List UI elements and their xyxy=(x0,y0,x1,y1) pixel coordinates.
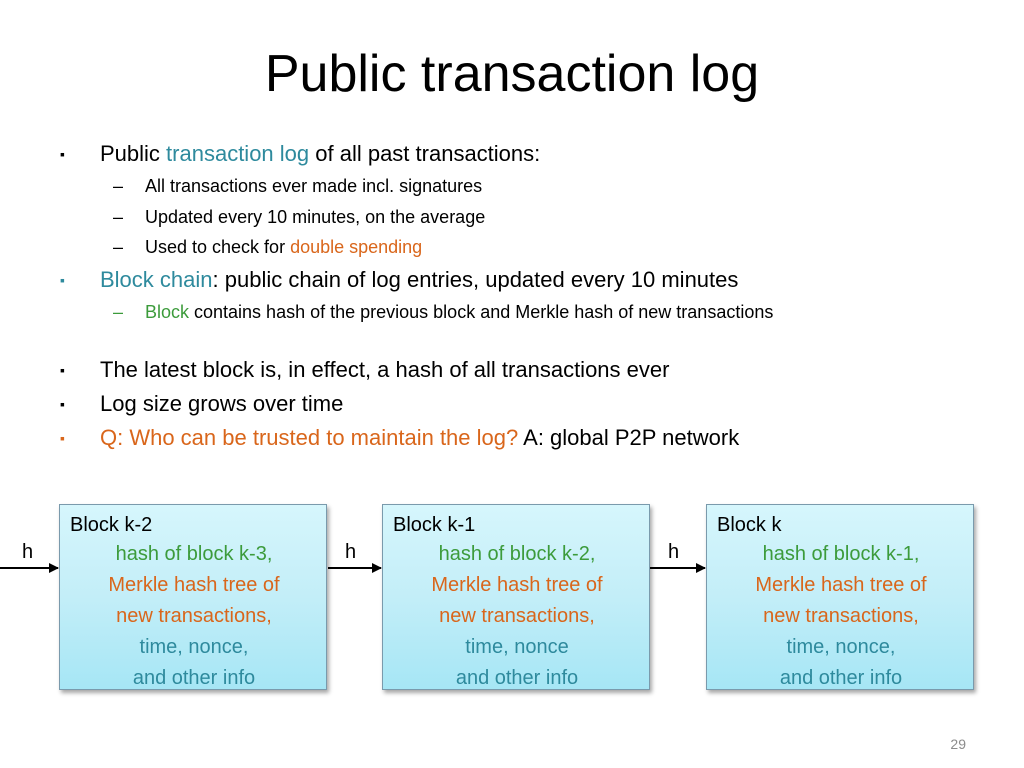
block-prev-hash: hash of block k-2, xyxy=(438,543,596,565)
square-bullet-icon: ▪ xyxy=(60,146,65,162)
block-k: Block k hash of block k-1, Merkle hash t… xyxy=(706,504,974,690)
block-merkle: new transactions, xyxy=(763,605,919,627)
block-prev-hash: hash of block k-1, xyxy=(762,543,920,565)
sub-bullet-text: Updated every 10 minutes, on the average xyxy=(145,207,486,227)
block-merkle: Merkle hash tree of xyxy=(108,574,280,596)
block-info: time, nonce, xyxy=(139,636,249,658)
block-title: Block k xyxy=(717,514,782,536)
square-bullet-icon: ▪ xyxy=(60,362,65,378)
highlight-double-spending: double spending xyxy=(290,237,423,257)
block-prev-hash: hash of block k-3, xyxy=(115,543,273,565)
dash-bullet-icon: – xyxy=(113,237,124,257)
bullet-text: Log size grows over time xyxy=(100,391,344,416)
block-merkle: Merkle hash tree of xyxy=(755,574,927,596)
square-bullet-icon: ▪ xyxy=(60,430,65,446)
block-merkle: Merkle hash tree of xyxy=(431,574,603,596)
bullet-list: ▪ Public transaction log of all past tra… xyxy=(60,141,774,450)
arrow-label-h: h xyxy=(668,541,680,563)
dash-bullet-icon: – xyxy=(113,176,124,196)
highlight-transaction-log: transaction log xyxy=(166,141,310,166)
bullet-text: The latest block is, in effect, a hash o… xyxy=(100,357,670,382)
sub-bullet-text: All transactions ever made incl. signatu… xyxy=(145,176,483,196)
highlight-block: Block xyxy=(145,302,190,322)
page-number: 29 xyxy=(950,736,966,752)
highlight-question: Q: Who can be trusted to maintain the lo… xyxy=(100,425,519,450)
dash-bullet-icon: – xyxy=(113,302,124,322)
block-k-1: Block k-1 hash of block k-2, Merkle hash… xyxy=(382,504,650,690)
block-k-2: Block k-2 hash of block k-3, Merkle hash… xyxy=(59,504,327,690)
block-info: time, nonce, xyxy=(786,636,896,658)
sub-bullet-text: contains hash of the previous block and … xyxy=(189,302,774,322)
block-title: Block k-2 xyxy=(70,514,153,536)
block-merkle: new transactions, xyxy=(116,605,272,627)
bullet-text: : public chain of log entries, updated e… xyxy=(212,267,739,292)
block-info: and other info xyxy=(779,667,903,689)
bullet-text: Public xyxy=(100,141,167,166)
block-merkle: new transactions, xyxy=(439,605,595,627)
dash-bullet-icon: – xyxy=(113,207,124,227)
square-bullet-icon: ▪ xyxy=(60,396,65,412)
arrow-label-h: h xyxy=(22,541,34,563)
block-info: and other info xyxy=(132,667,256,689)
block-title: Block k-1 xyxy=(393,514,476,536)
block-info: and other info xyxy=(455,667,579,689)
sub-bullet-text: Used to check for xyxy=(145,237,291,257)
arrow-label-h: h xyxy=(345,541,357,563)
bullet-text: of all past transactions: xyxy=(309,141,541,166)
square-bullet-icon: ▪ xyxy=(60,272,65,288)
bullet-text: A: global P2P network xyxy=(518,425,740,450)
block-info: time, nonce xyxy=(465,636,569,658)
highlight-block-chain: Block chain xyxy=(100,267,213,292)
slide-title: Public transaction log xyxy=(264,45,760,103)
